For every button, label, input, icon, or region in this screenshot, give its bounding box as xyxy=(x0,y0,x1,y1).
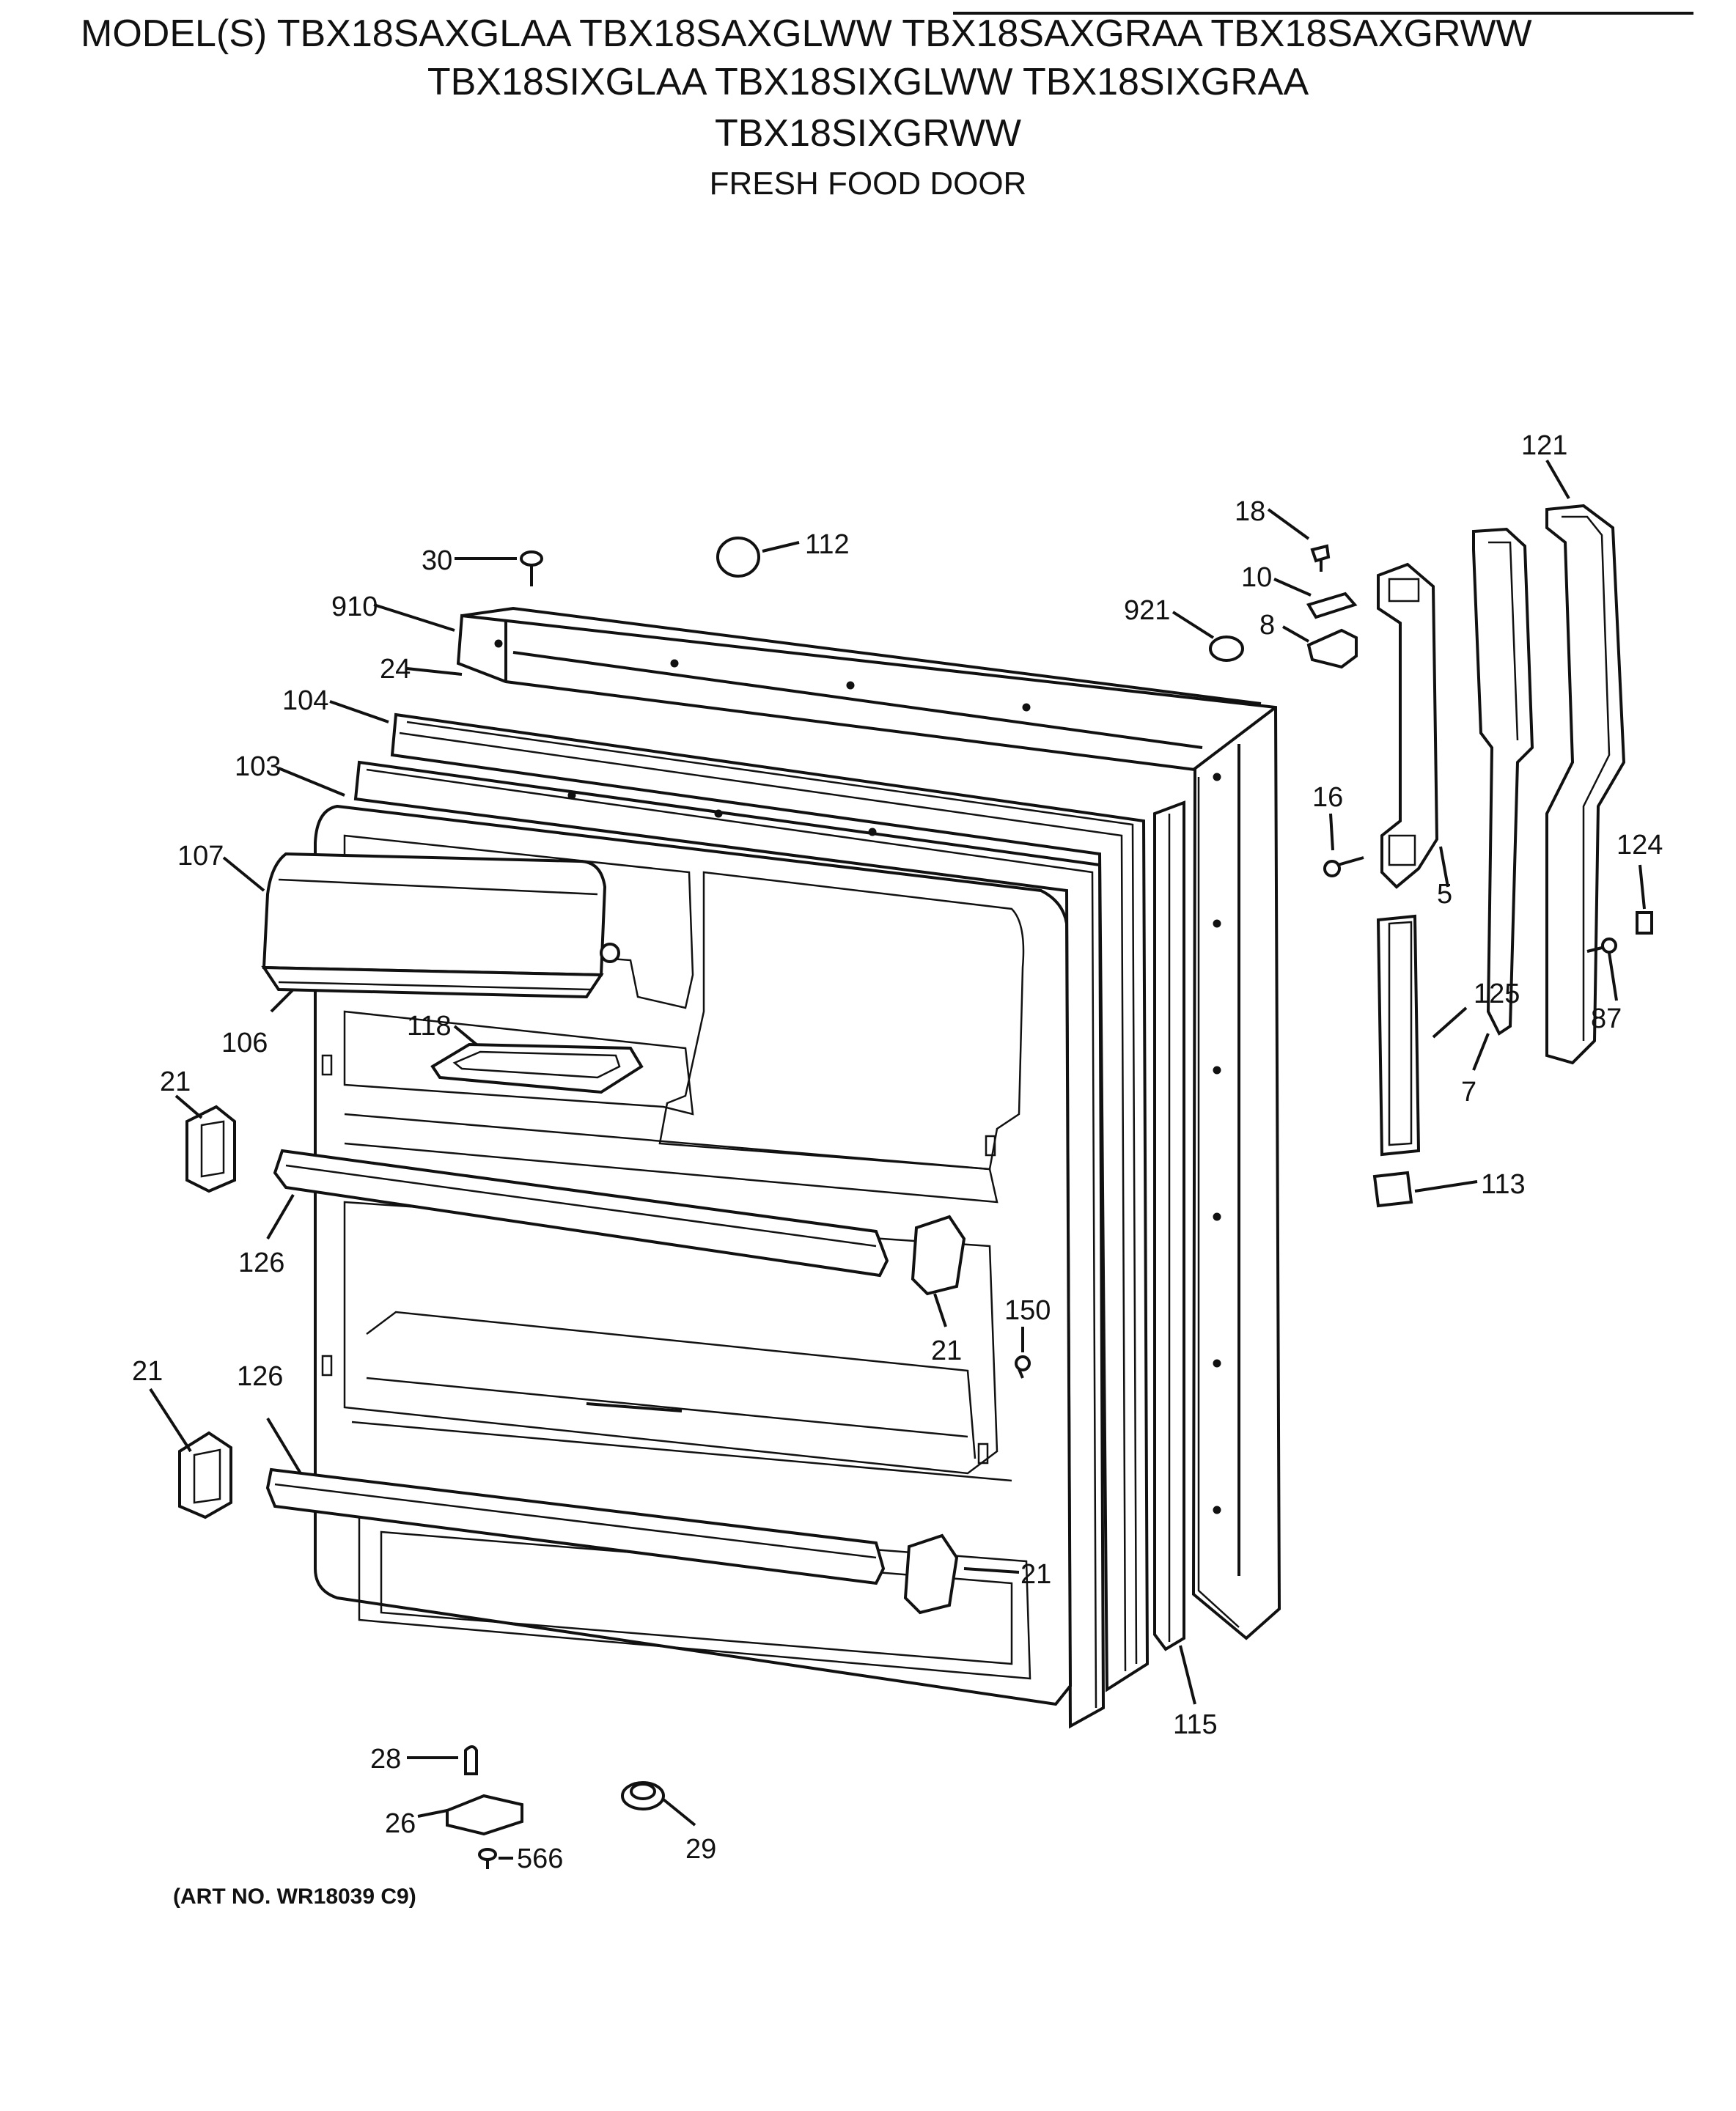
hinge-cover xyxy=(1306,628,1358,669)
plug-button-112 xyxy=(716,537,760,578)
door-liner xyxy=(353,760,1106,1729)
callout-125: 125 xyxy=(1474,979,1520,1009)
callout-18: 18 xyxy=(1235,496,1265,527)
rail-end-cap xyxy=(911,1215,966,1296)
door-shelf-rail-upper xyxy=(273,1149,889,1278)
callout-21-c: 21 xyxy=(132,1356,163,1387)
callout-labels: 121 18 112 30 10 921 8 910 24 104 103 16… xyxy=(132,430,1663,1874)
callout-115: 115 xyxy=(1173,1709,1218,1740)
rail-end-cap xyxy=(185,1105,236,1193)
door-handle-trim xyxy=(1472,527,1534,1036)
screw xyxy=(1586,937,1617,954)
egg-tray xyxy=(430,1042,644,1094)
callout-113: 113 xyxy=(1481,1169,1526,1200)
door-outer-panel xyxy=(456,606,1281,1640)
callout-29: 29 xyxy=(685,1834,716,1865)
callout-106: 106 xyxy=(221,1028,268,1058)
header-rule xyxy=(953,12,1693,15)
callout-21-b: 21 xyxy=(931,1336,962,1366)
models-line-2: TBX18SIXGLAA TBX18SIXGLWW TBX18SIXGRAA xyxy=(427,61,1309,103)
callout-126-a: 126 xyxy=(238,1248,284,1278)
gasket-strip xyxy=(1153,800,1185,1651)
rail-end-cap xyxy=(903,1533,959,1615)
door-shelf-rail-lower xyxy=(265,1467,886,1585)
plug-button xyxy=(1209,635,1244,662)
callout-21-a: 21 xyxy=(160,1066,191,1097)
handle-bracket xyxy=(1377,562,1439,889)
callout-150: 150 xyxy=(1004,1295,1051,1326)
handle-end-cap xyxy=(1372,1171,1413,1208)
door-handle xyxy=(1545,504,1626,1065)
callout-21-d: 21 xyxy=(1020,1559,1051,1590)
callout-121: 121 xyxy=(1521,430,1567,461)
callout-16: 16 xyxy=(1312,782,1343,813)
grommet-29 xyxy=(621,1781,665,1810)
clip xyxy=(1636,911,1653,935)
door-gasket xyxy=(390,712,1150,1692)
callout-8: 8 xyxy=(1259,610,1275,641)
callout-5: 5 xyxy=(1437,879,1452,910)
callout-566: 566 xyxy=(517,1843,563,1874)
callout-10: 10 xyxy=(1241,562,1272,593)
callout-126-b: 126 xyxy=(237,1361,283,1392)
hinge-pin xyxy=(1306,592,1358,619)
screw-566 xyxy=(478,1848,497,1869)
callout-30: 30 xyxy=(422,545,452,576)
callout-7: 7 xyxy=(1461,1077,1476,1108)
models-line-1: MODEL(S) TBX18SAXGLAA TBX18SAXGLWW TBX18… xyxy=(81,12,1532,55)
screw xyxy=(1323,856,1364,877)
screw xyxy=(1015,1355,1031,1379)
callout-28: 28 xyxy=(370,1744,401,1775)
models-line-3: TBX18SIXGRWW xyxy=(714,112,1021,155)
screw xyxy=(1310,544,1331,572)
hinge-plate-26 xyxy=(446,1794,523,1836)
callout-103: 103 xyxy=(235,751,281,782)
callout-104: 104 xyxy=(282,685,328,716)
section-title: FRESH FOOD DOOR xyxy=(709,166,1027,202)
callout-910: 910 xyxy=(331,592,378,622)
panel-holes xyxy=(494,639,1221,1514)
rail-end-cap xyxy=(178,1431,232,1519)
screw-30 xyxy=(520,550,543,586)
inner-door-liner xyxy=(314,804,1073,1706)
leader-lines xyxy=(149,460,1646,1860)
callout-118: 118 xyxy=(407,1011,452,1042)
callout-112: 112 xyxy=(805,529,850,560)
callout-107: 107 xyxy=(177,841,224,872)
callout-26: 26 xyxy=(385,1808,416,1839)
art-number: (ART NO. WR18039 C9) xyxy=(173,1885,416,1909)
handle-insert xyxy=(1376,914,1421,1157)
callout-921: 921 xyxy=(1124,595,1170,626)
callout-124: 124 xyxy=(1617,830,1663,861)
callout-87: 87 xyxy=(1591,1003,1622,1034)
hinge-pin-28 xyxy=(464,1745,478,1775)
dairy-compartment-door xyxy=(261,852,620,999)
callout-24: 24 xyxy=(380,654,411,685)
